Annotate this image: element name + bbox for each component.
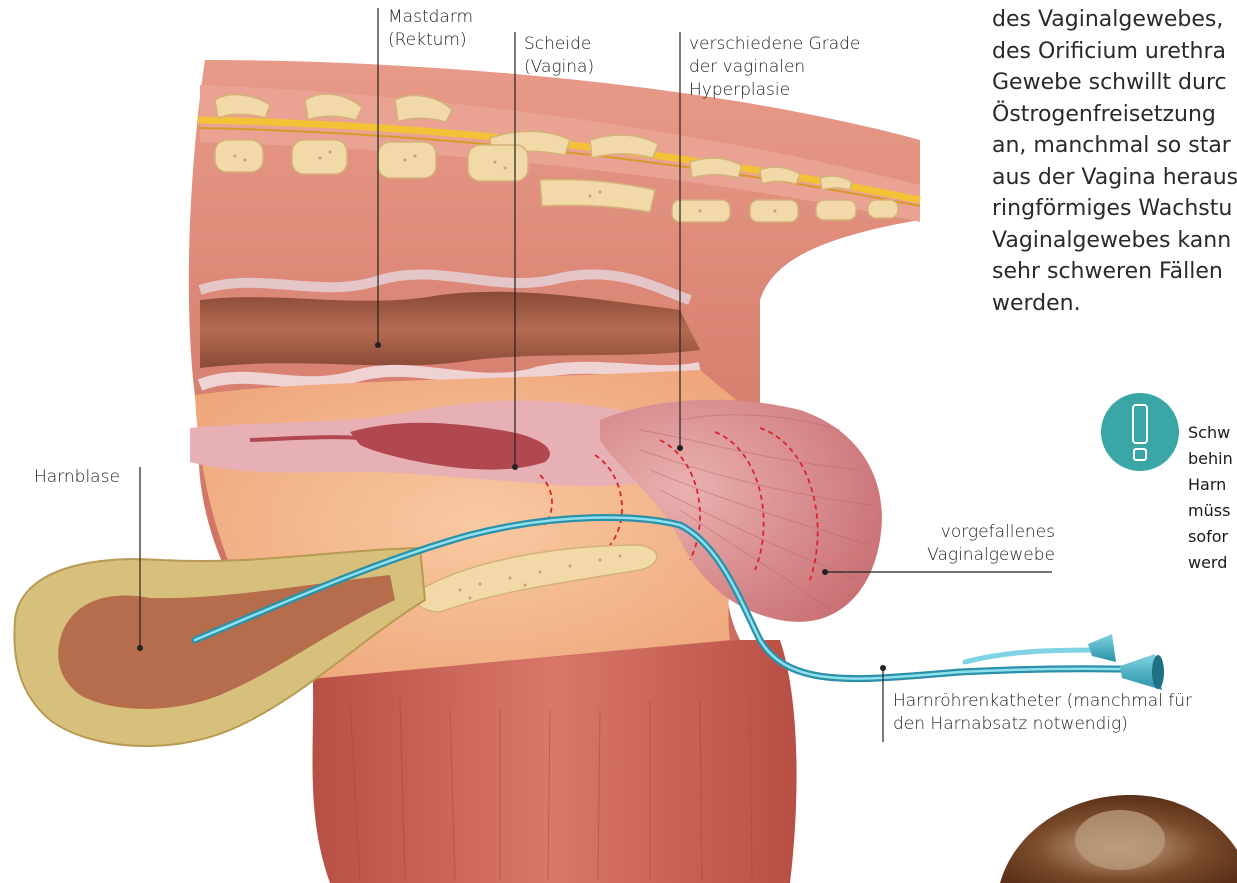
hyperplasia-label-line1: verschiedene Grade [689,33,860,56]
hyperplasia-label-line3: Hyperplasie [689,79,860,102]
warning-line: müss [1188,498,1233,524]
warning-line: behin [1188,446,1233,472]
paragraph-line: des Vaginalgewebes, [992,4,1237,36]
hyperplasia-label-line2: der vaginalen [689,56,860,79]
warning-note: Schw behin Harn müss sofor werd [1188,420,1233,576]
paragraph-line: an, manchmal so star [992,130,1237,162]
vagina-label-line1: Scheide [524,33,594,56]
paragraph-line: aus der Vagina heraus [992,162,1237,194]
prolapse-label: vorgefallenes Vaginalgewebe [880,521,1055,567]
bladder-label: Harnblase [34,466,120,489]
warning-line: Harn [1188,472,1233,498]
prolapse-label-line1: vorgefallenes [880,521,1055,544]
rectum-label-line2: (Rektum) [388,29,473,52]
catheter-label-line1: Harnröhrenkatheter (manchmal für [893,690,1192,713]
hyperplasia-label: verschiedene Grade der vaginalen Hyperpl… [689,33,860,102]
warning-line: sofor [1188,524,1233,550]
exclamation-icon [1101,393,1179,471]
paragraph-line: des Orificium urethra [992,36,1237,68]
rectum-label-line1: Mastdarm [388,6,473,29]
catheter-label: Harnröhrenkatheter (manchmal für den Har… [893,690,1192,736]
rectum-label: Mastdarm (Rektum) [388,6,473,52]
catheter-label-line2: den Harnabsatz notwendig) [893,713,1192,736]
paragraph-line: werden. [992,288,1237,320]
paragraph-line: Gewebe schwillt durc [992,67,1237,99]
catheter-connector-top [1088,634,1116,662]
leg-muscle [310,640,797,883]
prolapse-label-line2: Vaginalgewebe [880,544,1055,567]
warning-line: Schw [1188,420,1233,446]
catheter-branch [965,650,1100,662]
paragraph-line: Vaginalgewebes kann [992,225,1237,257]
description-paragraph: des Vaginalgewebes, des Orificium urethr… [992,4,1237,319]
warning-line: werd [1188,550,1233,576]
paragraph-line: ringförmiges Wachstu [992,193,1237,225]
paragraph-line: sehr schweren Fällen [992,256,1237,288]
dog-photo [1000,795,1237,883]
paragraph-line: Östrogenfreisetzung [992,99,1237,131]
vagina-label-line2: (Vagina) [524,56,594,79]
vagina-label: Scheide (Vagina) [524,33,594,79]
